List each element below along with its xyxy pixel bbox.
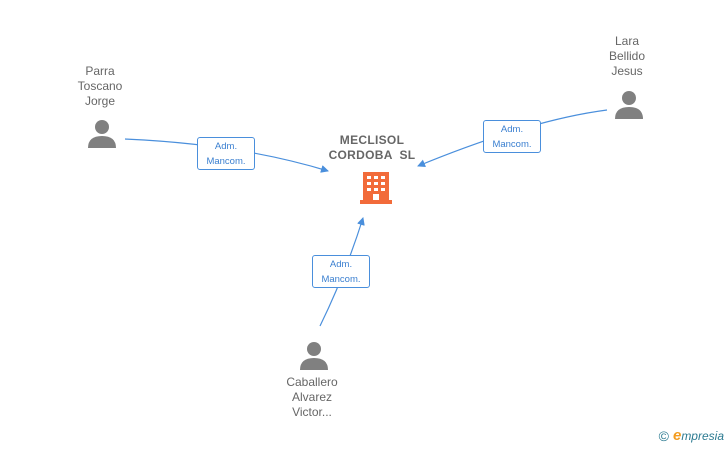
person-name-line: Jesus (611, 64, 643, 78)
brand-logo-initial: e (672, 427, 682, 444)
person-name-lara[interactable]: Lara Bellido Jesus (572, 34, 682, 79)
company-name-line: MECLISOL (339, 133, 405, 147)
company-name[interactable]: MECLISOL CORDOBA SL (302, 133, 442, 163)
person-icon[interactable] (299, 340, 329, 370)
person-icon[interactable] (87, 118, 117, 148)
person-name-line: Parra (85, 64, 115, 78)
person-name-line: Bellido (608, 49, 646, 63)
role-line: Adm. (329, 259, 353, 270)
person-name-line: Victor... (292, 405, 332, 419)
person-name-parra[interactable]: Parra Toscano Jorge (45, 64, 155, 109)
building-icon[interactable] (360, 170, 392, 204)
copyright-icon: © (658, 427, 669, 444)
role-badge-lara[interactable]: Adm. Mancom. (483, 120, 541, 153)
person-name-line: Alvarez (291, 390, 332, 404)
role-badge-caballero[interactable]: Adm. Mancom. (312, 255, 370, 288)
person-icon[interactable] (614, 89, 644, 119)
role-line: Mancom. (321, 274, 361, 285)
role-badge-parra[interactable]: Adm. Mancom. (197, 137, 255, 170)
person-name-line: Jorge (84, 94, 116, 108)
role-line: Adm. (214, 141, 238, 152)
company-name-line: CORDOBA SL (328, 148, 416, 162)
person-name-line: Caballero (286, 375, 338, 389)
person-name-line: Toscano (77, 79, 123, 93)
brand-logo-text: mpresia (681, 428, 724, 443)
role-line: Adm. (500, 124, 524, 135)
person-name-caballero[interactable]: Caballero Alvarez Victor... (257, 375, 367, 420)
role-line: Mancom. (206, 156, 246, 167)
person-name-line: Lara (614, 34, 640, 48)
brand-footer[interactable]: © e mpresia (659, 427, 724, 444)
role-line: Mancom. (492, 139, 532, 150)
